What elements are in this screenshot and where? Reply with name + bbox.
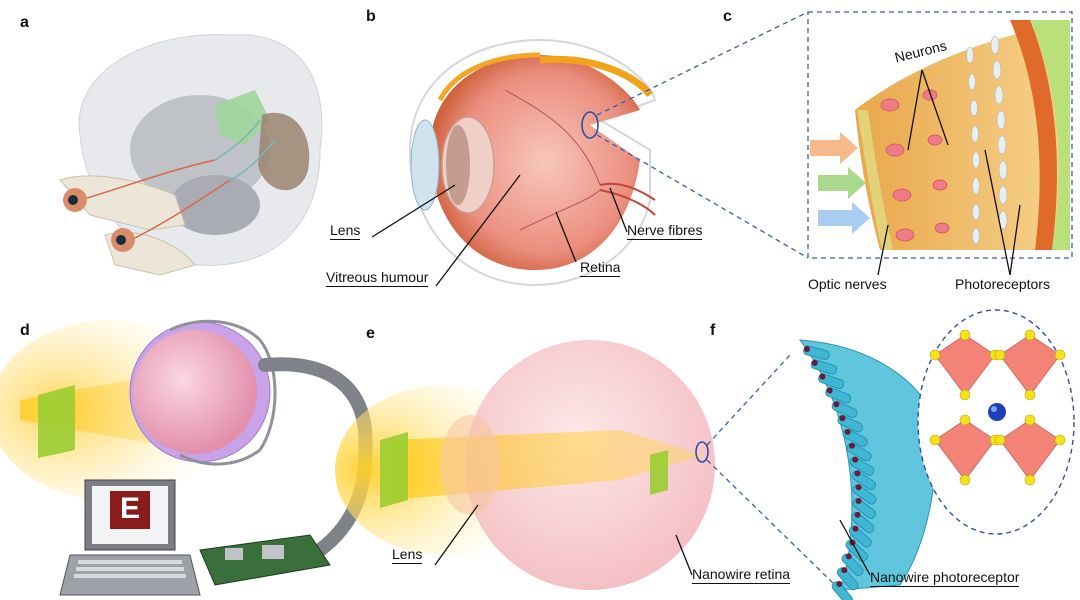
perovskite-lattice xyxy=(929,329,1066,486)
label-nerve-fibres: Nerve fibres xyxy=(627,222,703,240)
connector-e-f xyxy=(706,354,836,586)
panel-b-eye xyxy=(371,38,657,287)
panel-d-device xyxy=(0,319,373,596)
panel-c-retina xyxy=(807,11,1073,276)
panel-label-a: a xyxy=(20,14,29,31)
nanowire-tip xyxy=(819,373,826,380)
nanowire-tip xyxy=(836,581,843,587)
panel-label-c: c xyxy=(723,8,732,25)
nanowire xyxy=(831,581,853,600)
panel-label-e: e xyxy=(366,325,375,342)
nanowire-tip xyxy=(841,567,848,574)
nanowire-tip xyxy=(852,456,859,463)
nanowire-tip xyxy=(855,484,862,491)
nanowire-tip xyxy=(848,442,855,449)
nanowire xyxy=(841,553,864,577)
nanowire-tip xyxy=(854,511,861,518)
label-retina: Retina xyxy=(580,259,621,277)
panel-label-f: f xyxy=(710,322,716,339)
nanowire-tip xyxy=(826,387,833,394)
label-lens-e: Lens xyxy=(392,546,423,564)
nanowire-tip xyxy=(852,525,859,532)
nanowire-tip xyxy=(804,346,810,352)
nanowire-tip xyxy=(844,428,851,435)
nanowire-tip xyxy=(833,401,840,408)
label-optic-nerves: Optic nerves xyxy=(808,276,887,292)
panel-label-b: b xyxy=(366,8,376,25)
label-nanowire-photoreceptor: Nanowire photoreceptor xyxy=(870,569,1020,587)
connector-b-c xyxy=(596,11,809,259)
nanowire-tip xyxy=(845,553,852,560)
laptop-screen-letter: E xyxy=(120,492,141,525)
nanowire-tip xyxy=(854,470,861,477)
label-vitreous-humour: Vitreous humour xyxy=(326,269,429,287)
nanowire-tip xyxy=(839,415,846,422)
nanowire xyxy=(836,567,859,591)
label-photoreceptors: Photoreceptors xyxy=(955,276,1050,292)
panel-e-nanowire-eye xyxy=(335,340,715,590)
label-lens-b: Lens xyxy=(330,222,361,240)
panel-a-brain xyxy=(59,34,323,276)
nanowire-tip xyxy=(811,359,818,366)
panel-f-nanowire xyxy=(798,309,1075,600)
panel-label-d: d xyxy=(20,322,30,339)
label-nanowire-retina: Nanowire retina xyxy=(692,566,791,584)
nanowire-tip xyxy=(855,498,862,505)
